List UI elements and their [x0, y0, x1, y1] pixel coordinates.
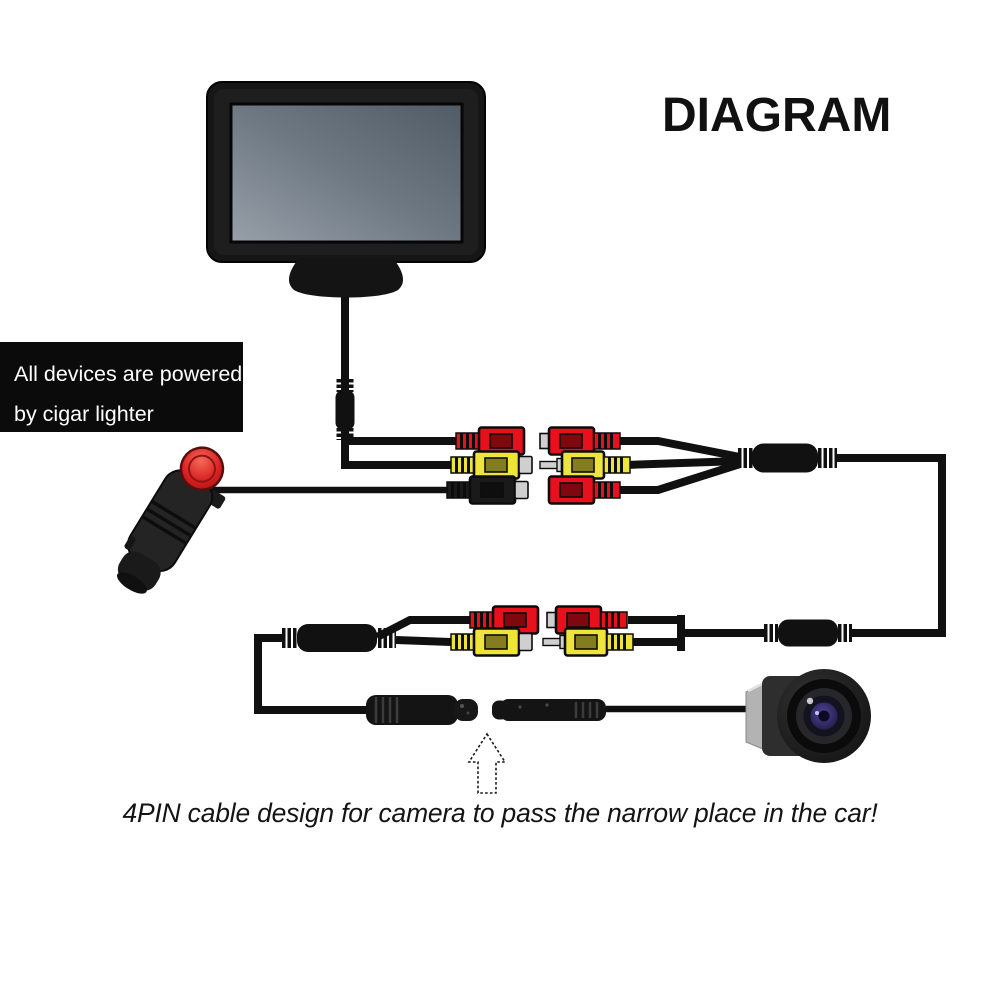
inline-noise-filter-bottom-left: [282, 624, 396, 652]
monitor-screen: [229, 102, 464, 244]
rear-view-camera: [745, 669, 871, 763]
inline-noise-filter-top: [738, 443, 837, 473]
dc-power-jack: [447, 477, 528, 504]
rca-yellow-jack-top: [451, 452, 532, 479]
info-box-line1: All devices are powered: [14, 362, 243, 386]
page-title: DIAGRAM: [662, 89, 892, 142]
cigar-lighter-button: [179, 446, 225, 491]
4pin-male-connector: [492, 699, 606, 721]
4pin-female-connector: [366, 695, 478, 725]
up-arrow: [467, 732, 507, 794]
monitor: [206, 81, 486, 298]
caption: 4PIN cable design for camera to pass the…: [122, 798, 878, 828]
rca-yellow-jack-bottom: [451, 629, 532, 656]
cables: [210, 294, 946, 714]
info-box: All devices are powered by cigar lighter: [0, 342, 243, 432]
monitor-cable-inline-connector: [335, 379, 355, 440]
cigar-lighter-plug: [116, 446, 226, 594]
monitor-stand: [288, 258, 404, 298]
rca-red-plug-power: [547, 475, 622, 505]
inline-noise-filter-bottom-right: [764, 619, 852, 647]
info-box-line2: by cigar lighter: [14, 402, 154, 426]
